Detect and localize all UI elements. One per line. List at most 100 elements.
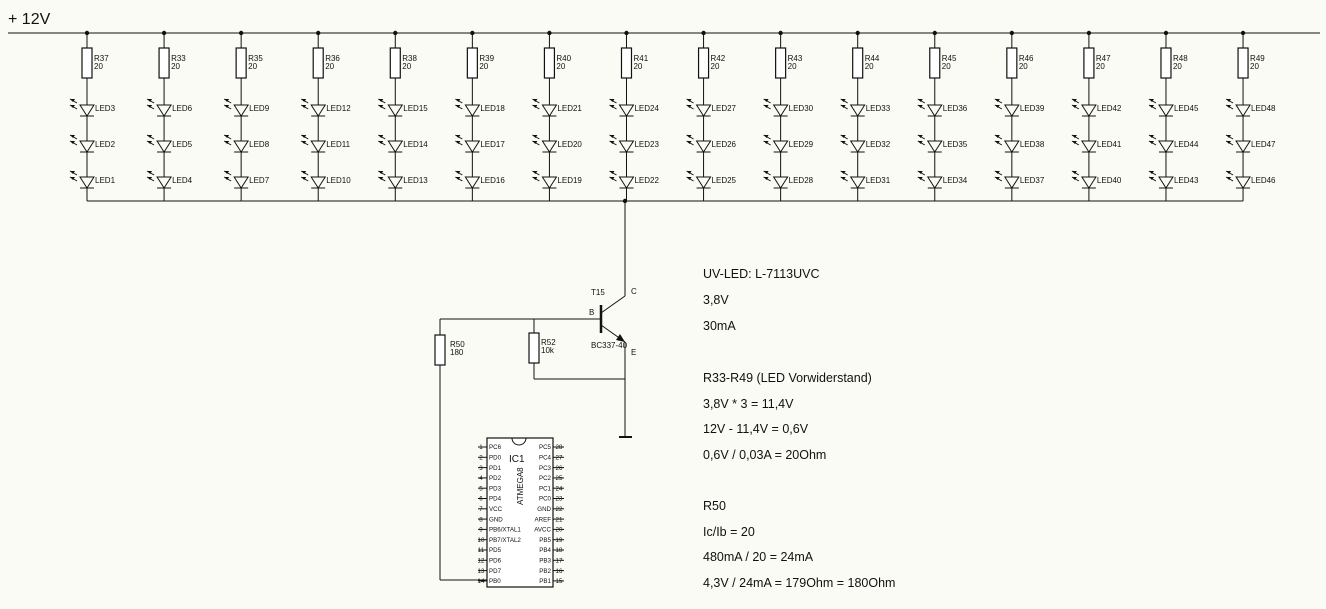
led-label: LED26 [712,140,737,149]
svg-text:PB6/XTAL1: PB6/XTAL1 [489,527,521,534]
led-led11: LED11 [300,134,351,153]
led-led22: LED22 [609,170,660,189]
svg-text:PD3: PD3 [489,485,502,492]
note-line: 3,8V * 3 = 11,4V [703,397,794,411]
svg-text:13: 13 [478,568,485,575]
resistor-value: 20 [1019,62,1028,71]
svg-text:17: 17 [556,558,563,565]
transistor-t15: T15 C B BC337-40 E [589,287,637,437]
led-led8: LED8 [223,134,270,153]
transistor-ref: T15 [591,288,605,297]
led-label: LED6 [172,104,193,113]
ic-ref: IC1 [509,454,525,465]
led-led27: LED27 [686,98,737,117]
ic-pin-1: 1 PC6 [478,444,502,451]
led-led32: LED32 [840,134,891,153]
led-led28: LED28 [763,170,814,189]
led-led2: LED2 [69,134,116,153]
led-led40: LED40 [1071,170,1122,189]
note-line: 12V - 11,4V = 0,6V [703,422,809,436]
led-led30: LED30 [763,98,814,117]
transistor-collector-label: C [631,287,637,296]
led-led48: LED48 [1225,98,1276,117]
resistor-ref: R35 [248,54,263,63]
led-label: LED34 [943,176,968,185]
svg-text:1: 1 [479,444,483,451]
transistor-base-label: B [589,308,594,317]
note-line: Ic/Ib = 20 [703,525,755,539]
led-led18: LED18 [455,98,505,117]
svg-text:PB3: PB3 [539,558,551,565]
svg-text:AVCC: AVCC [534,527,551,534]
svg-text:2: 2 [479,455,483,462]
svg-text:12: 12 [478,558,485,565]
supply-label: + 12V [8,11,51,28]
led-label: LED16 [480,176,505,185]
svg-text:PC1: PC1 [539,485,552,492]
svg-text:PD0: PD0 [489,455,502,462]
led-led9: LED9 [223,98,270,117]
svg-text:14: 14 [478,578,485,585]
led-label: LED4 [172,176,193,185]
led-label: LED40 [1097,176,1122,185]
svg-text:19: 19 [556,537,563,544]
led-label: LED2 [95,140,116,149]
led-led16: LED16 [455,170,505,189]
resistor-value: 20 [1096,62,1105,71]
led-label: LED12 [326,104,351,113]
note-line: 0,6V / 0,03A = 20Ohm [703,448,826,462]
svg-text:PC2: PC2 [539,475,552,482]
led-label: LED22 [634,176,659,185]
led-led10: LED10 [300,170,351,189]
led-label: LED42 [1097,104,1122,113]
led-led12: LED12 [300,98,351,117]
led-label: LED36 [943,104,968,113]
led-label: LED35 [943,140,968,149]
svg-text:PD1: PD1 [489,465,502,472]
led-label: LED11 [326,140,350,149]
led-led25: LED25 [686,170,737,189]
led-led46: LED46 [1225,170,1276,189]
svg-text:11: 11 [478,547,485,554]
resistor-value: 20 [402,62,411,71]
r50-ref: R50 [450,340,465,349]
svg-text:PC5: PC5 [539,444,552,451]
svg-text:PC6: PC6 [489,444,502,451]
note-line: R33-R49 (LED Vorwiderstand) [703,371,872,385]
svg-text:22: 22 [556,506,563,513]
svg-text:VCC: VCC [489,506,503,513]
note-line: 30mA [703,319,736,333]
resistor-value: 20 [865,62,874,71]
led-label: LED15 [403,104,428,113]
led-label: LED10 [326,176,351,185]
led-led3: LED3 [69,98,116,117]
svg-text:PB0: PB0 [489,578,501,585]
note-line: 4,3V / 24mA = 179Ohm = 180Ohm [703,576,895,590]
led-led31: LED31 [840,170,891,189]
svg-text:26: 26 [556,465,563,472]
